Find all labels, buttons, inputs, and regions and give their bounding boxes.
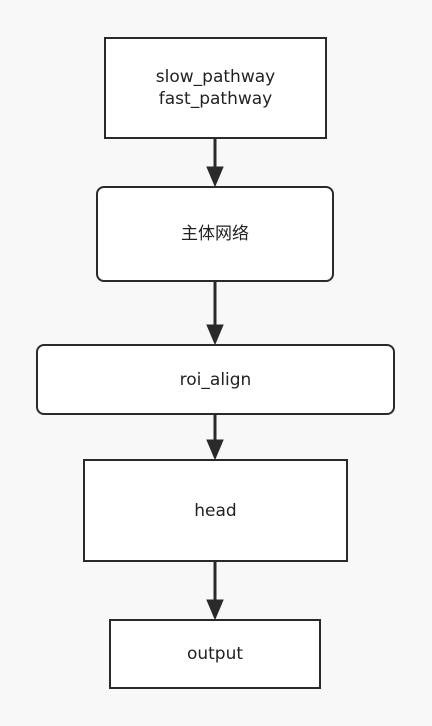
input-node: slow_pathway fast_pathway: [104, 37, 327, 139]
arrowhead-input-to-backbone: [206, 166, 224, 188]
head-label: head: [194, 500, 237, 521]
head-node: head: [83, 459, 348, 562]
roi-align-node: roi_align: [36, 344, 395, 415]
arrowhead-backbone-to-roi: [206, 324, 224, 346]
roi-align-label: roi_align: [179, 369, 252, 390]
backbone-label: 主体网络: [181, 224, 249, 244]
input-line-slow: slow_pathway: [155, 67, 276, 87]
input-line-fast: fast_pathway: [158, 89, 273, 109]
arrowhead-head-to-output: [206, 599, 224, 621]
backbone-node: 主体网络: [96, 186, 334, 282]
output-label: output: [186, 644, 244, 664]
output-node: output: [109, 619, 321, 689]
arrowhead-roi-to-head: [206, 439, 224, 461]
